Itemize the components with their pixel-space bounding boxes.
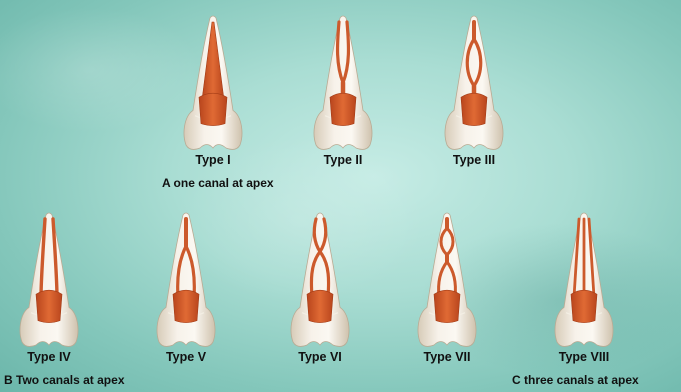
pulp-chamber-8	[571, 290, 597, 322]
group-caption-c: C three canals at apex	[512, 373, 639, 387]
type-label-7: Type VII	[423, 350, 470, 364]
pulp-chamber-2	[330, 93, 356, 125]
tooth-1	[184, 16, 242, 149]
type-label-3: Type III	[453, 153, 495, 167]
tooth-outline-7	[418, 213, 476, 346]
type-label-2: Type II	[324, 153, 363, 167]
pulp-chamber-4	[36, 290, 62, 322]
pulp-chamber-5	[173, 290, 199, 322]
tooth-3	[445, 16, 503, 149]
tooth-outline-4	[20, 213, 78, 346]
tooth-7	[418, 213, 476, 346]
tooth-2	[314, 16, 372, 149]
type-label-4: Type IV	[27, 350, 71, 364]
group-caption-b: B Two canals at apex	[4, 373, 125, 387]
tooth-6	[291, 213, 349, 346]
pulp-chamber-3	[461, 93, 487, 125]
tooth-outline-6	[291, 213, 349, 346]
tooth-4	[20, 213, 78, 346]
type-label-6: Type VI	[298, 350, 342, 364]
type-label-8: Type VIII	[559, 350, 609, 364]
tooth-5	[157, 213, 215, 346]
pulp-chamber-6	[307, 290, 333, 322]
pulp-chamber-1	[199, 93, 227, 125]
tooth-8	[555, 213, 613, 346]
type-label-1: Type I	[195, 153, 230, 167]
pulp-chamber-7	[434, 290, 460, 322]
type-label-5: Type V	[166, 350, 206, 364]
group-caption-a: A one canal at apex	[162, 176, 274, 190]
